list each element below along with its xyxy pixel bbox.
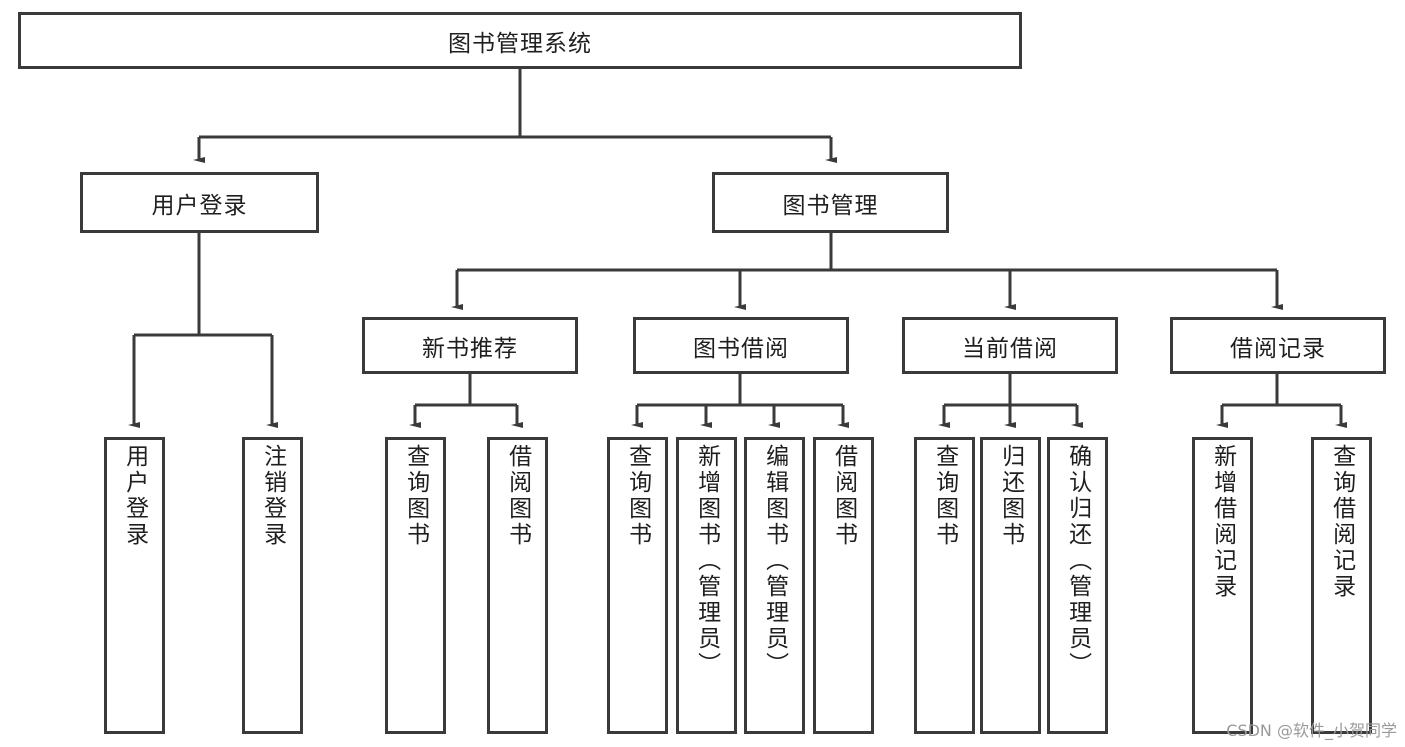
node-book-borrow[interactable]: 图书借阅 [633, 317, 849, 374]
node-current-borrow-label: 当前借阅 [962, 335, 1058, 362]
node-new-book-recommend[interactable]: 新书推荐 [362, 317, 578, 374]
leaf-borrow-record-query-record[interactable]: 查询借阅记录 [1311, 437, 1372, 734]
leaf-new-book-query-books[interactable]: 查询图书 [385, 437, 446, 734]
leaf-user-login-logout[interactable]: 注销登录 [242, 437, 303, 734]
leaf-current-borrow-confirm-return-admin[interactable]: 确认归还（管理员） [1047, 437, 1108, 734]
node-borrow-record[interactable]: 借阅记录 [1170, 317, 1386, 374]
leaf-book-borrow-borrow-books[interactable]: 借阅图书 [813, 437, 874, 734]
leaf-label: 查询借阅记录 [1328, 444, 1355, 600]
leaf-label: 新增借阅记录 [1209, 444, 1236, 600]
node-user-login[interactable]: 用户登录 [80, 172, 319, 233]
leaf-label: 编辑图书（管理员） [761, 444, 788, 678]
leaf-current-borrow-query-books[interactable]: 查询图书 [914, 437, 975, 734]
node-book-management[interactable]: 图书管理 [712, 172, 949, 233]
leaf-label: 借阅图书 [830, 444, 857, 548]
node-book-borrow-label: 图书借阅 [693, 335, 789, 362]
leaf-label: 查询图书 [931, 444, 958, 548]
node-root-book-management-system[interactable]: 图书管理系统 [18, 12, 1022, 69]
leaf-label: 查询图书 [624, 444, 651, 548]
node-user-login-label: 用户登录 [151, 192, 248, 219]
leaf-label: 查询图书 [402, 444, 429, 548]
leaf-label: 借阅图书 [504, 444, 531, 548]
leaf-label: 用户登录 [121, 444, 148, 548]
leaf-new-book-borrow-books[interactable]: 借阅图书 [487, 437, 548, 734]
leaf-user-login-do-login[interactable]: 用户登录 [104, 437, 165, 734]
leaf-label: 确认归还（管理员） [1064, 444, 1091, 678]
leaf-label: 归还图书 [997, 444, 1024, 548]
leaf-book-borrow-query-books[interactable]: 查询图书 [607, 437, 668, 734]
leaf-borrow-record-add-record[interactable]: 新增借阅记录 [1192, 437, 1253, 734]
leaf-label: 注销登录 [259, 444, 286, 548]
node-book-management-label: 图书管理 [782, 192, 879, 219]
node-current-borrow[interactable]: 当前借阅 [902, 317, 1118, 374]
leaf-book-borrow-edit-book-admin[interactable]: 编辑图书（管理员） [744, 437, 805, 734]
leaf-current-borrow-return-books[interactable]: 归还图书 [980, 437, 1041, 734]
leaf-label: 新增图书（管理员） [693, 444, 720, 678]
node-new-book-recommend-label: 新书推荐 [422, 335, 518, 362]
leaf-book-borrow-add-book-admin[interactable]: 新增图书（管理员） [676, 437, 737, 734]
node-borrow-record-label: 借阅记录 [1230, 335, 1326, 362]
node-root-label: 图书管理系统 [448, 30, 592, 57]
